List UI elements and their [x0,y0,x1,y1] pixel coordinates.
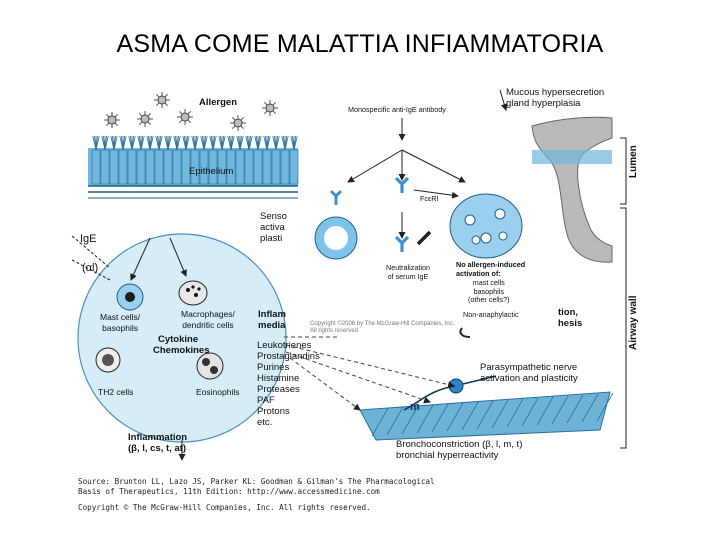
macrophages-label: Macrophages/ dendritic cells [181,309,235,330]
bcell [314,189,358,260]
anti-ige-label: Monospecific anti-IgE antibody [348,105,446,114]
th2-cell [95,347,121,373]
allergen-particle [104,112,120,128]
neutralization-label: Neutralization of serum IgE [386,263,430,281]
allergen-particle [262,100,278,116]
alpha-label: (αl) [82,262,99,274]
cytokine-label: Cytokine [158,334,199,345]
allergen-particle [154,92,170,108]
airway-brackets [620,137,627,449]
mediator-item: Leukotrienes [257,340,312,351]
cilia [91,135,299,185]
mediator-item: Purines [257,362,290,373]
mucous-label: Mucous hypersecretion gland hyperplasia [506,87,605,109]
bcell-label: B-cell [326,233,346,242]
parasympathetic-label: Parasympathetic nerve activation and pla… [480,362,578,384]
smooth-muscle [359,391,614,441]
inner-copyright: Copyright ©2006 by The McGraw-Hill Compa… [310,321,455,334]
sensory-label-1: Senso [260,211,287,222]
sensory-label-3: plasti [260,233,283,244]
allergen-particle [230,115,246,131]
no-allergen-sub-label: mast cells basophils (other cells?) [468,278,510,304]
allergen-particle [137,111,153,127]
mediator-item: Histamine [257,373,300,384]
eosinophil [196,352,224,380]
inflam-med-label-1: Inflam [258,309,286,320]
macrophage [178,280,208,306]
mast-cells-label: Mast cells/ basophils [100,312,141,333]
sensory-label-2: activa [260,222,285,233]
bronchoconstriction-label: Bronchoconstriction (β, l, m, t) bronchi… [396,439,523,461]
mast-cell-nonactivated [449,193,523,259]
mediator-item: Proteases [257,384,300,395]
muscle-m-label: m [410,401,420,413]
ige-molecule [394,176,432,252]
mediator-item: Protons [257,406,290,417]
hesis-label: hesis [558,318,583,329]
epithelium-label: Epithelium [189,166,234,177]
inflammation-sub-label: (β, l, cs, t, at) [128,443,187,454]
epithelium-band [88,135,299,199]
airway-wall-label: Airway wall [628,295,639,350]
chemokines-label: Chemokines [153,345,210,356]
page-title: ASMA COME MALATTIA INFIAMMATORIA [116,30,604,58]
source-line-2: Basis of Therapeutics, 11th Edition: htt… [78,487,380,496]
allergen-particle [177,109,193,125]
inflam-med-label-2: media [258,320,286,331]
mast-cell [116,283,144,311]
fceri-label: FcεRI [420,194,439,203]
mediator-item: PAF [257,395,275,406]
ige-label: IgE [80,233,97,245]
lumen-label: Lumen [628,145,639,178]
allergen-label: Allergen [199,97,238,108]
no-allergen-label: No allergen-induced activation of: [456,260,526,278]
tion-label: tion, [558,307,579,318]
source-line-3: Copyright © The McGraw-Hill Companies, I… [78,503,371,512]
mediator-item: Prostaglandins [257,351,320,362]
th2-label: TH2 cells [98,387,134,397]
airway-gland [531,116,613,263]
inflammation-label: Inflammation [128,432,188,443]
source-line-1: Source: Brunton LL, Lazo JS, Parker KL: … [78,477,435,486]
eosinophils-label: Eosinophils [196,387,240,397]
mediator-item: etc. [257,417,273,428]
nonanaphylactic-label: Non-anaphylactic [463,310,519,319]
